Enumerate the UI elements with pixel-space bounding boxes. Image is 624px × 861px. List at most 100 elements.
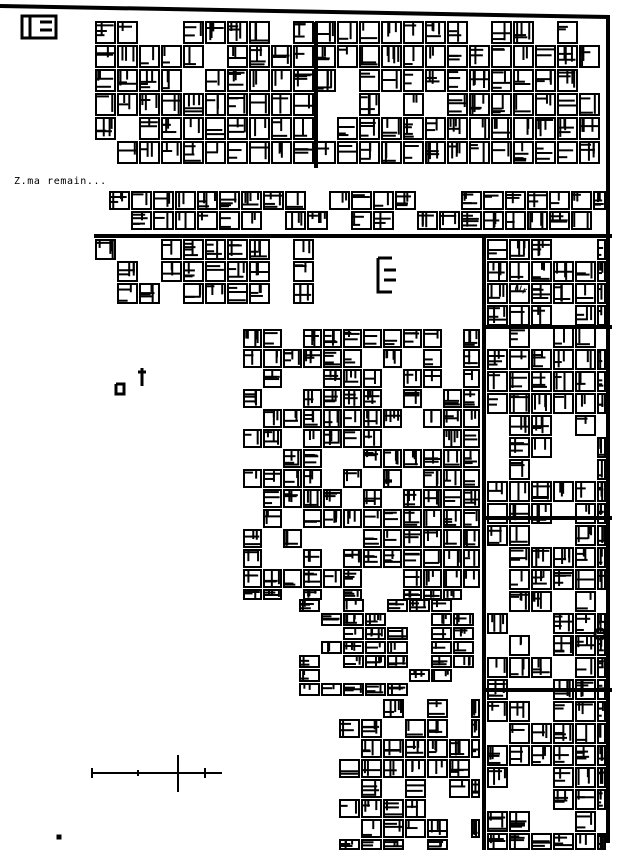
building-block: [403, 509, 422, 528]
building-block: [463, 529, 480, 548]
building-block: [219, 211, 240, 230]
building-block: [449, 779, 470, 798]
building-block: [461, 191, 482, 210]
building-block: [263, 409, 282, 428]
building-block: [449, 759, 470, 778]
building-block: [469, 93, 490, 116]
building-block: [205, 283, 226, 304]
building-block: [425, 45, 446, 68]
building-block: [283, 489, 302, 508]
building-block: [387, 683, 408, 696]
building-block: [359, 21, 380, 44]
building-block: [263, 489, 282, 508]
building-block: [363, 549, 382, 568]
building-block: [553, 635, 574, 656]
building-block: [343, 369, 362, 388]
building-block: [423, 329, 442, 348]
building-block: [575, 327, 596, 348]
building-block: [227, 141, 248, 164]
building-block: [249, 45, 270, 68]
building-block: [387, 599, 408, 612]
building-block: [343, 509, 362, 528]
building-block: [403, 117, 424, 140]
building-block: [183, 21, 204, 44]
building-block: [469, 69, 490, 92]
building-block: [531, 305, 552, 326]
building-block: [243, 589, 262, 600]
building-block: [381, 21, 402, 44]
building-block: [293, 21, 314, 44]
building-block: [117, 45, 138, 68]
building-block: [303, 549, 322, 568]
building-block: [263, 191, 284, 210]
building-block: [509, 657, 530, 678]
building-block: [553, 767, 574, 788]
building-block: [243, 569, 262, 588]
building-block: [337, 21, 358, 44]
building-block: [299, 669, 320, 682]
building-block: [575, 679, 596, 700]
building-block: [509, 745, 530, 766]
building-block: [373, 211, 394, 230]
building-block: [575, 789, 596, 810]
building-block: [383, 699, 404, 718]
building-block: [95, 21, 116, 44]
building-block: [531, 547, 552, 568]
building-block: [431, 669, 452, 682]
building-block: [263, 349, 282, 368]
building-block: [553, 789, 574, 810]
building-block: [283, 469, 302, 488]
building-block: [117, 261, 138, 282]
building-block: [351, 191, 372, 210]
building-block: [575, 591, 596, 612]
building-block: [453, 641, 474, 654]
building-block: [249, 93, 270, 116]
building-block: [383, 349, 402, 368]
building-block: [243, 469, 262, 488]
building-block: [139, 141, 160, 164]
building-block: [293, 283, 314, 304]
building-block: [307, 211, 328, 230]
building-block: [361, 819, 382, 838]
building-block: [487, 371, 508, 392]
building-block: [579, 117, 600, 140]
building-block: [303, 569, 322, 588]
building-block: [527, 211, 548, 230]
building-block: [303, 509, 322, 528]
building-block: [405, 799, 426, 818]
building-block: [323, 429, 342, 448]
building-block: [205, 69, 226, 92]
building-block: [161, 45, 182, 68]
building-block: [553, 679, 574, 700]
building-block: [249, 117, 270, 140]
building-block: [575, 525, 596, 546]
building-block: [531, 393, 552, 414]
building-block: [509, 459, 530, 480]
building-block: [469, 141, 490, 164]
building-block: [483, 191, 504, 210]
building-block: [403, 549, 422, 568]
building-block: [95, 69, 116, 92]
building-block: [487, 657, 508, 678]
building-block: [363, 449, 382, 468]
building-block: [363, 509, 382, 528]
building-block: [197, 211, 218, 230]
building-block: [227, 239, 248, 260]
building-block: [263, 329, 282, 348]
building-block: [383, 839, 404, 850]
building-block: [359, 117, 380, 140]
building-block: [383, 739, 404, 758]
building-block: [463, 469, 480, 488]
building-block: [139, 45, 160, 68]
building-block: [487, 261, 508, 282]
map-caption: Z.ma remain...: [14, 176, 107, 187]
building-block: [161, 141, 182, 164]
building-block: [509, 393, 530, 414]
building-block: [205, 93, 226, 116]
building-block: [427, 739, 448, 758]
building-block: [323, 409, 342, 428]
building-block: [487, 283, 508, 304]
building-block: [575, 481, 596, 502]
building-block: [339, 799, 360, 818]
building-block: [117, 141, 138, 164]
